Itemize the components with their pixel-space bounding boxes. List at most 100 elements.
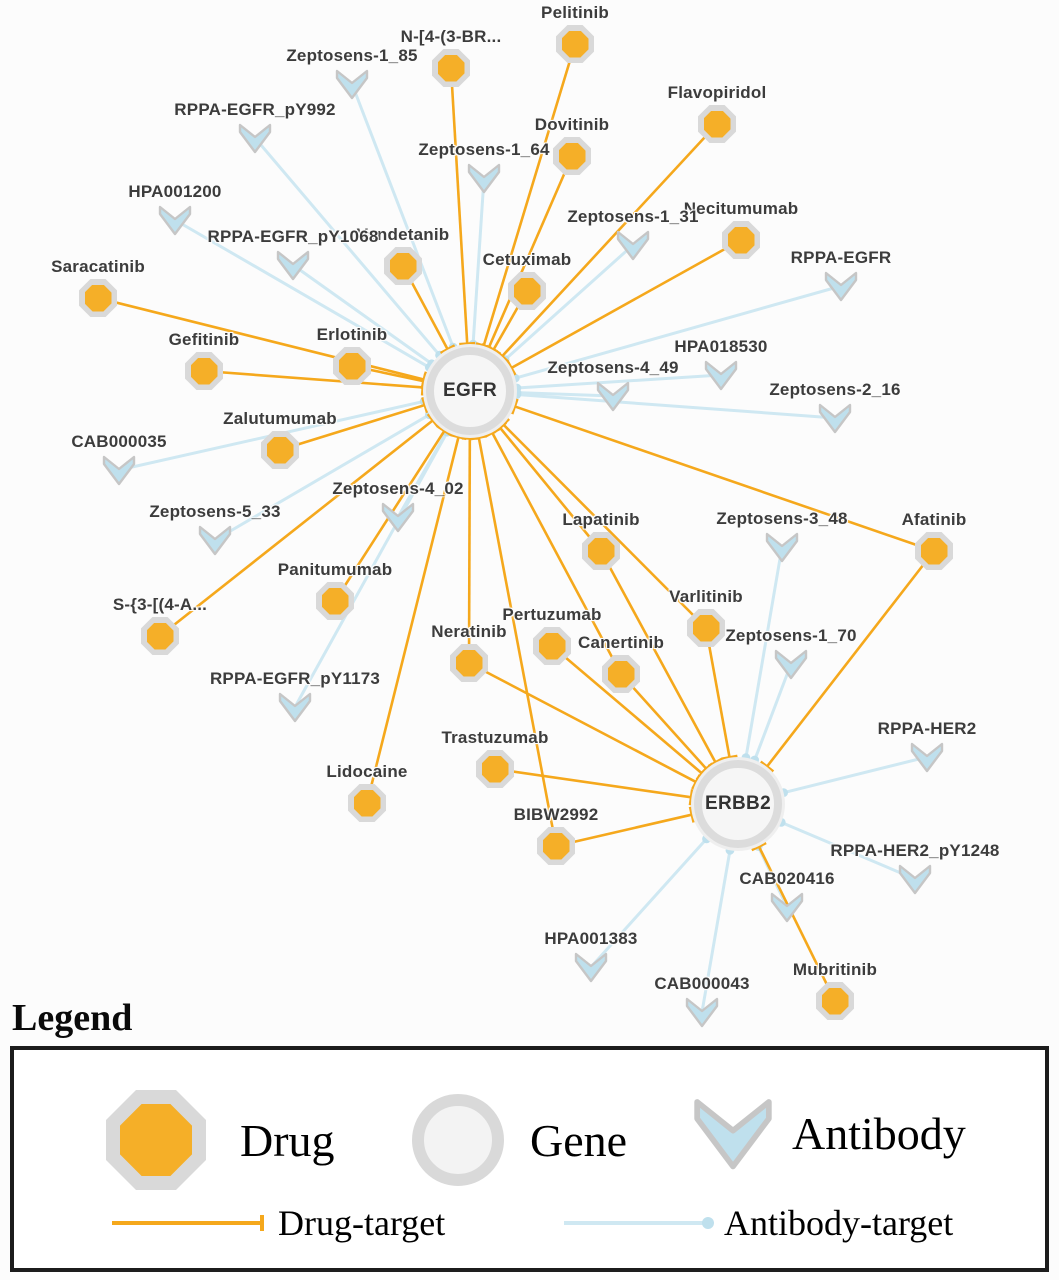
node-label-erlotinib: Erlotinib — [316, 325, 388, 344]
drug-node-bibw2992[interactable] — [537, 827, 575, 865]
drug-octagon-core — [821, 987, 849, 1015]
drug-octagon-icon — [556, 25, 594, 63]
drug-node-erlotinib[interactable] — [333, 347, 371, 385]
node-label-bibw2992: BIBW2992 — [513, 805, 599, 824]
antibody-node-rppa-egfr_py1068[interactable] — [275, 249, 311, 281]
drug-target-edge — [599, 550, 724, 768]
legend-box: Drug Gene Antibody Drug-target Antibody-… — [10, 1046, 1049, 1272]
drug-node-n-4-3-br[interactable] — [432, 49, 470, 87]
drug-octagon-core — [84, 284, 112, 312]
antibody-node-zeptosens-2_16[interactable] — [817, 402, 853, 434]
node-label-cab000035: CAB000035 — [71, 432, 167, 451]
antibody-node-zeptosens-4_02[interactable] — [380, 501, 416, 533]
antibody-node-zeptosens-1_64[interactable] — [466, 162, 502, 194]
drug-target-edge — [203, 369, 426, 396]
antibody-chevron-icon — [198, 525, 232, 556]
drug-octagon-icon — [537, 827, 575, 865]
antibody-node-zeptosens-1_85[interactable] — [334, 68, 370, 100]
drug-node-lapatinib[interactable] — [582, 532, 620, 570]
drug-node-vandetanib[interactable] — [384, 247, 422, 285]
antibody-node-rppa-her2_py1248[interactable] — [897, 863, 933, 895]
drug-node-cetuximab[interactable] — [508, 272, 546, 310]
gene-node-erbb2[interactable]: ERBB2 — [694, 760, 782, 848]
drug-node-pelitinib[interactable] — [556, 25, 594, 63]
antibody-node-hpa001200[interactable] — [157, 204, 193, 236]
antibody-chevron-icon — [704, 360, 738, 391]
drug-target-edge — [159, 412, 440, 638]
antibody-node-rppa-egfr[interactable] — [823, 270, 859, 302]
drug-node-panitumumab[interactable] — [316, 582, 354, 620]
drug-octagon-core — [353, 789, 381, 817]
drug-node-lidocaine[interactable] — [348, 784, 386, 822]
antibody-node-cab000035[interactable] — [101, 454, 137, 486]
drug-node-mubritinib[interactable] — [816, 982, 854, 1020]
drug-node-dovitinib[interactable] — [553, 137, 591, 175]
legend-drug-label: Drug — [240, 1114, 335, 1166]
antibody-target-edge — [292, 263, 437, 369]
drug-node-necitumumab[interactable] — [722, 221, 760, 259]
drug-node-neratinib[interactable] — [450, 644, 488, 682]
drug-node-trastuzumab[interactable] — [476, 750, 514, 788]
legend-title: Legend — [12, 997, 133, 1039]
antibody-node-zeptosens-3_48[interactable] — [764, 531, 800, 563]
legend-item-drug-target: Drug-target — [112, 1202, 445, 1244]
drug-node-flavopiridol[interactable] — [698, 105, 736, 143]
node-label-flavopiridol: Flavopiridol — [667, 83, 767, 102]
drug-node-s-3-4-a[interactable] — [141, 617, 179, 655]
drug-octagon-core — [321, 587, 349, 615]
drug-node-pertuzumab[interactable] — [533, 627, 571, 665]
drug-octagon-core — [538, 632, 566, 660]
antibody-node-cab020416[interactable] — [769, 891, 805, 923]
drug-octagon-icon — [722, 221, 760, 259]
antibody-node-zeptosens-4_49[interactable] — [595, 380, 631, 412]
drug-octagon-core — [558, 142, 586, 170]
drug-node-varlitinib[interactable] — [687, 609, 725, 647]
drug-target-edge — [704, 627, 738, 761]
antibody-node-cab000043[interactable] — [684, 996, 720, 1028]
drug-octagon-icon — [450, 644, 488, 682]
drug-node-saracatinib[interactable] — [79, 279, 117, 317]
antibody-target-edge — [214, 410, 434, 542]
antibody-node-zeptosens-1_70[interactable] — [773, 648, 809, 680]
antibody-chevron-icon — [818, 403, 852, 434]
drug-node-zalutumumab[interactable] — [261, 431, 299, 469]
drug-octagon-core — [389, 252, 417, 280]
node-label-lidocaine: Lidocaine — [326, 762, 408, 781]
antibody-chevron-icon — [898, 864, 932, 895]
drug-target-edge — [496, 417, 707, 629]
drug-node-canertinib[interactable] — [602, 655, 640, 693]
antibody-target-edge — [253, 137, 444, 360]
antibody-node-hpa001383[interactable] — [573, 951, 609, 983]
drug-octagon-core — [437, 54, 465, 82]
tbar-end-icon — [260, 1215, 264, 1231]
drug-node-afatinib[interactable] — [915, 532, 953, 570]
antibody-target-edge — [741, 546, 784, 763]
drug-octagon-core — [266, 436, 294, 464]
antibody-chevron-icon — [278, 692, 312, 723]
node-label-rppa-egfr_py992: RPPA-EGFR_pY992 — [174, 100, 336, 119]
antibody-node-rppa-egfr_py1173[interactable] — [277, 691, 313, 723]
drug-octagon-core — [190, 357, 218, 385]
antibody-node-zeptosens-1_31[interactable] — [615, 229, 651, 261]
drug-node-gefitinib[interactable] — [185, 352, 223, 390]
drug-octagon-core — [120, 1104, 192, 1176]
antibody-target-edge — [350, 83, 458, 352]
antibody-target-edge — [174, 218, 434, 372]
antibody-node-zeptosens-5_33[interactable] — [197, 524, 233, 556]
node-label-n-4-3-br: N-[4-(3-BR... — [400, 27, 502, 46]
antibody-chevron-icon — [596, 381, 630, 412]
drug-target-edge — [505, 238, 742, 376]
node-label-vandetanib: Vandetanib — [356, 225, 450, 244]
drug-octagon-icon — [915, 532, 953, 570]
legend-item-drug: Drug — [106, 1090, 335, 1190]
node-label-cab020416: CAB020416 — [739, 869, 835, 888]
gene-node-egfr[interactable]: EGFR — [426, 347, 514, 435]
drug-octagon-icon — [582, 532, 620, 570]
drug-target-edge — [484, 427, 623, 675]
antibody-node-rppa-egfr_py992[interactable] — [237, 122, 273, 154]
node-label-zeptosens-3_48: Zeptosens-3_48 — [716, 509, 848, 528]
node-label-mubritinib: Mubritinib — [792, 960, 878, 979]
antibody-node-hpa018530[interactable] — [703, 359, 739, 391]
antibody-node-rppa-her2[interactable] — [909, 741, 945, 773]
